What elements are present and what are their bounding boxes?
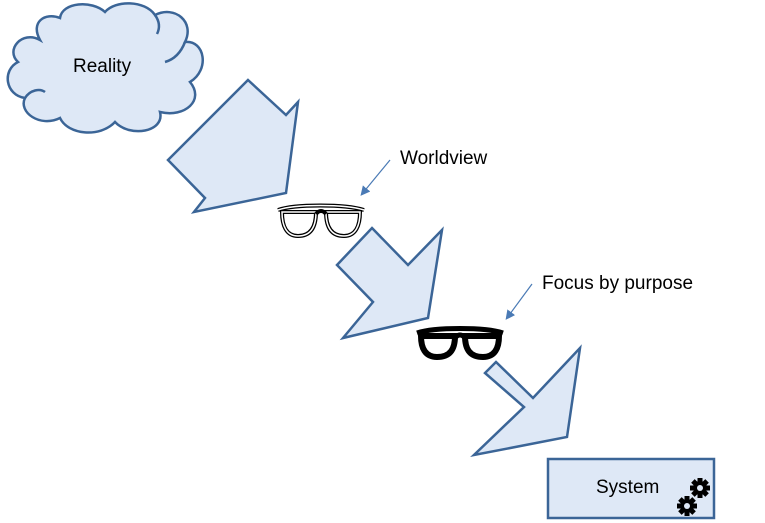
worldview-label: Worldview bbox=[400, 148, 488, 169]
flow-arrow-3 bbox=[470, 344, 582, 458]
reality-cloud bbox=[6, 2, 204, 134]
reality-label: Reality bbox=[73, 56, 132, 77]
bold-glasses-icon bbox=[416, 326, 504, 361]
flow-arrow-1 bbox=[166, 78, 300, 214]
gears-icon bbox=[677, 478, 710, 516]
system-label: System bbox=[596, 477, 660, 498]
focus-by-purpose-label: Focus by purpose bbox=[542, 273, 694, 294]
focus-callout-arrow bbox=[505, 283, 533, 320]
worldview-callout-arrow bbox=[360, 159, 391, 196]
flow-arrow-2 bbox=[335, 226, 444, 341]
outline-glasses-icon bbox=[277, 203, 365, 239]
